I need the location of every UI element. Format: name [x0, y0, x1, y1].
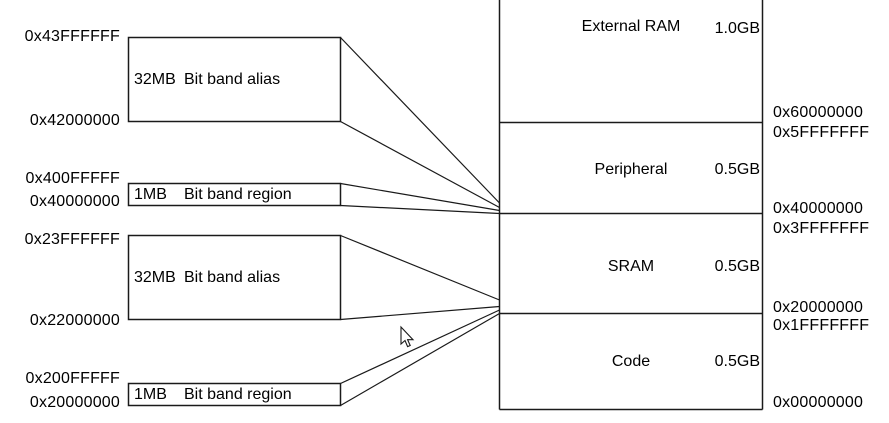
right-address-label: 0x3FFFFFFF [773, 220, 870, 237]
connector-line [340, 182, 500, 212]
left-address-label: 0x43FFFFFF [24, 28, 120, 45]
right-address-label: 0x40000000 [773, 200, 864, 217]
bitband-region-box-peripheral [127, 182, 342, 207]
right-address-label: 0x5FFFFFFF [773, 124, 870, 141]
bitband-box-caption: 1MB Bit band region [129, 384, 344, 405]
connector-line [340, 37, 500, 204]
connector-line [340, 120, 500, 209]
bitband-type-label: Bit band alias [184, 268, 281, 286]
left-address-label: 0x23FFFFFF [24, 231, 120, 248]
connector-line [340, 234, 500, 301]
left-address-label: 0x22000000 [29, 312, 120, 329]
bitband-box-caption: 1MB Bit band region [129, 184, 344, 205]
region-name-code: Code [611, 353, 651, 370]
connector-line [340, 204, 500, 215]
region-name-peripheral: Peripheral [594, 161, 668, 178]
right-address-label: 0x20000000 [773, 299, 864, 316]
connector-line [340, 312, 500, 407]
region-size-label: 1.0GB [714, 20, 760, 37]
bitband-type-label: Bit band region [184, 185, 292, 203]
bitband-region-box-sram [127, 382, 342, 407]
connector-line [340, 305, 500, 321]
region-size-label: 0.5GB [714, 161, 760, 178]
bitband-box-caption: 32MB Bit band alias [129, 38, 344, 121]
left-address-label: 0x42000000 [29, 112, 120, 129]
right-address-label: 0x60000000 [773, 104, 864, 121]
region-size-label: 0.5GB [714, 353, 760, 370]
left-address-label: 0x40000000 [29, 193, 120, 210]
bitband-size-label: 1MB [134, 385, 167, 403]
region-name-external-ram: External RAM [581, 18, 681, 35]
mouse-cursor [400, 325, 415, 348]
bitband-size-label: 1MB [134, 185, 167, 203]
left-address-label: 0x400FFFFF [25, 170, 120, 187]
bitband-type-label: Bit band alias [184, 70, 281, 88]
bitband-alias-box-peripheral [127, 36, 342, 123]
bitband-box-caption: 32MB Bit band alias [129, 236, 344, 319]
left-address-label: 0x20000000 [29, 394, 120, 411]
left-address-label: 0x200FFFFF [25, 370, 120, 387]
region-name-sram: SRAM [607, 258, 655, 275]
bitband-alias-box-sram [127, 234, 342, 321]
connector-line [340, 309, 500, 385]
region-size-label: 0.5GB [714, 258, 760, 275]
bitband-size-label: 32MB [134, 268, 176, 286]
right-address-label: 0x00000000 [773, 394, 864, 411]
bitband-type-label: Bit band region [184, 385, 292, 403]
right-address-label: 0x1FFFFFFF [773, 317, 870, 334]
bitband-size-label: 32MB [134, 70, 176, 88]
